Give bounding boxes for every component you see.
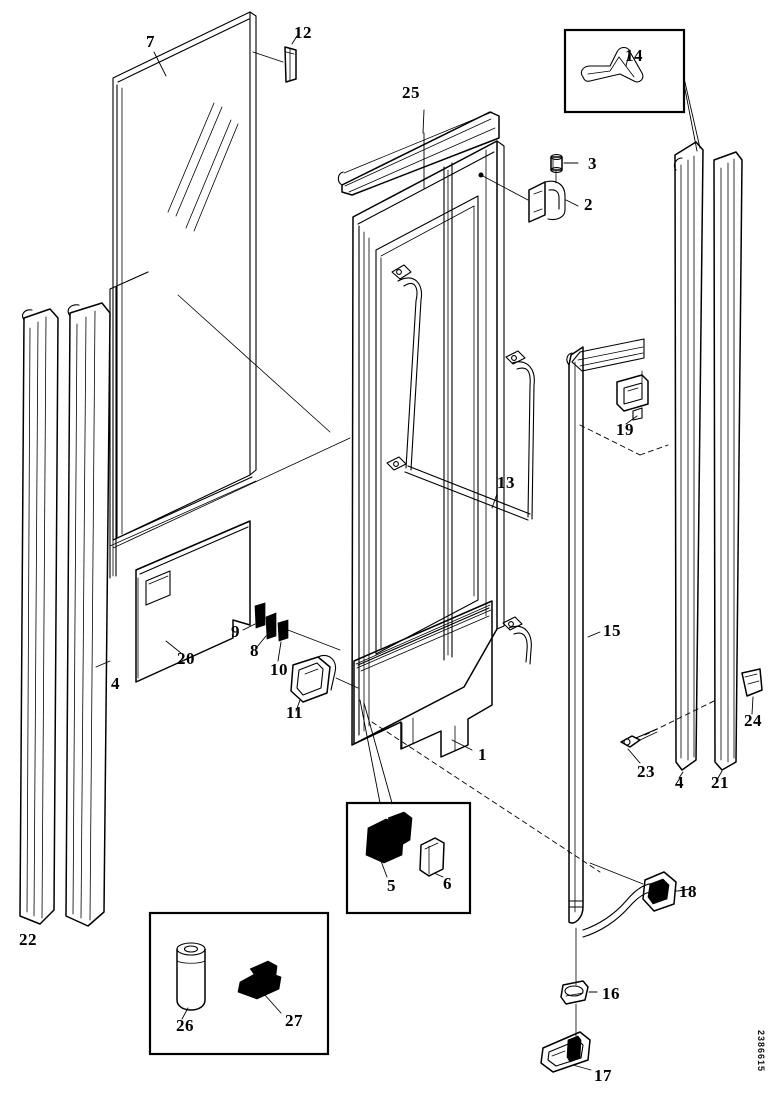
callout-6: 6 [443,874,452,893]
part-22-pillar-seal [19,308,59,925]
part-1-lower-panel [353,600,493,758]
callout-10: 10 [270,660,288,679]
part-20-trim-panel [135,520,251,683]
callout-26: 26 [176,1016,194,1035]
left-upper-return [109,271,149,290]
lower-grab-handle [502,616,532,665]
drawing-number-watermark: 2386615 [756,1030,766,1073]
callout-24: 24 [744,711,762,730]
part-9-screw [242,602,266,631]
callout-4-left: 4 [111,674,120,693]
latch-arm-curve [582,883,668,938]
inset-latch-parts [345,801,472,915]
callout-1: 1 [478,745,487,764]
inset-bushing-clip [148,911,330,1056]
part-26-bushing [176,942,206,1020]
part-24-seal-end-cap [741,668,763,715]
callout-14: 14 [625,46,643,65]
callout-16: 16 [602,984,620,1003]
part-5-striker [365,811,413,878]
door-frame-main [351,140,505,746]
part-11-stop-bracket [290,654,359,712]
callout-27: 27 [285,1011,303,1030]
latch-rod-upper-arm [571,338,645,372]
callout-3: 3 [588,154,597,173]
part-16-rod-bushing [560,927,598,1049]
part-27-clip [237,960,282,1014]
callout-11: 11 [286,703,304,722]
part-3-hinge-bushing [550,154,579,184]
callout-19: 19 [616,420,634,439]
part-2-hinge-bracket [478,172,579,223]
callout-8: 8 [250,641,259,660]
callout-12: 12 [294,23,312,42]
callout-5: 5 [387,876,396,895]
part-23-retaining-screw [620,699,717,764]
part-4-right-seal [673,141,704,779]
callout-25: 25 [402,83,420,102]
part-6-wedge [419,837,445,878]
part-4-left-seal [65,302,111,927]
part-7-glass-lower-edge [109,476,257,547]
callout-2: 2 [584,195,593,214]
callout-18: 18 [679,882,697,901]
callout-4-right: 4 [675,773,684,792]
callout-9: 9 [231,622,240,641]
part-17-lower-bracket [540,1031,592,1073]
part-10-nut [277,619,341,662]
part-15-latch-rod [566,346,601,924]
callout-13: 13 [497,473,515,492]
part-13-grab-handle [386,264,535,521]
part-19-latch-catch [579,370,669,456]
part-21-outer-weatherstrip [713,151,743,779]
inset-corner-seal [563,28,686,114]
callout-7: 7 [146,32,155,51]
callout-15: 15 [603,621,621,640]
part-12-retainer-clip [284,35,298,83]
callout-20: 20 [177,649,195,668]
callout-17: 17 [594,1066,612,1085]
part-8-washer [256,612,277,648]
left-frame-return [109,286,117,579]
callout-22: 22 [19,930,37,949]
callout-21: 21 [711,773,729,792]
callout-23: 23 [637,762,655,781]
